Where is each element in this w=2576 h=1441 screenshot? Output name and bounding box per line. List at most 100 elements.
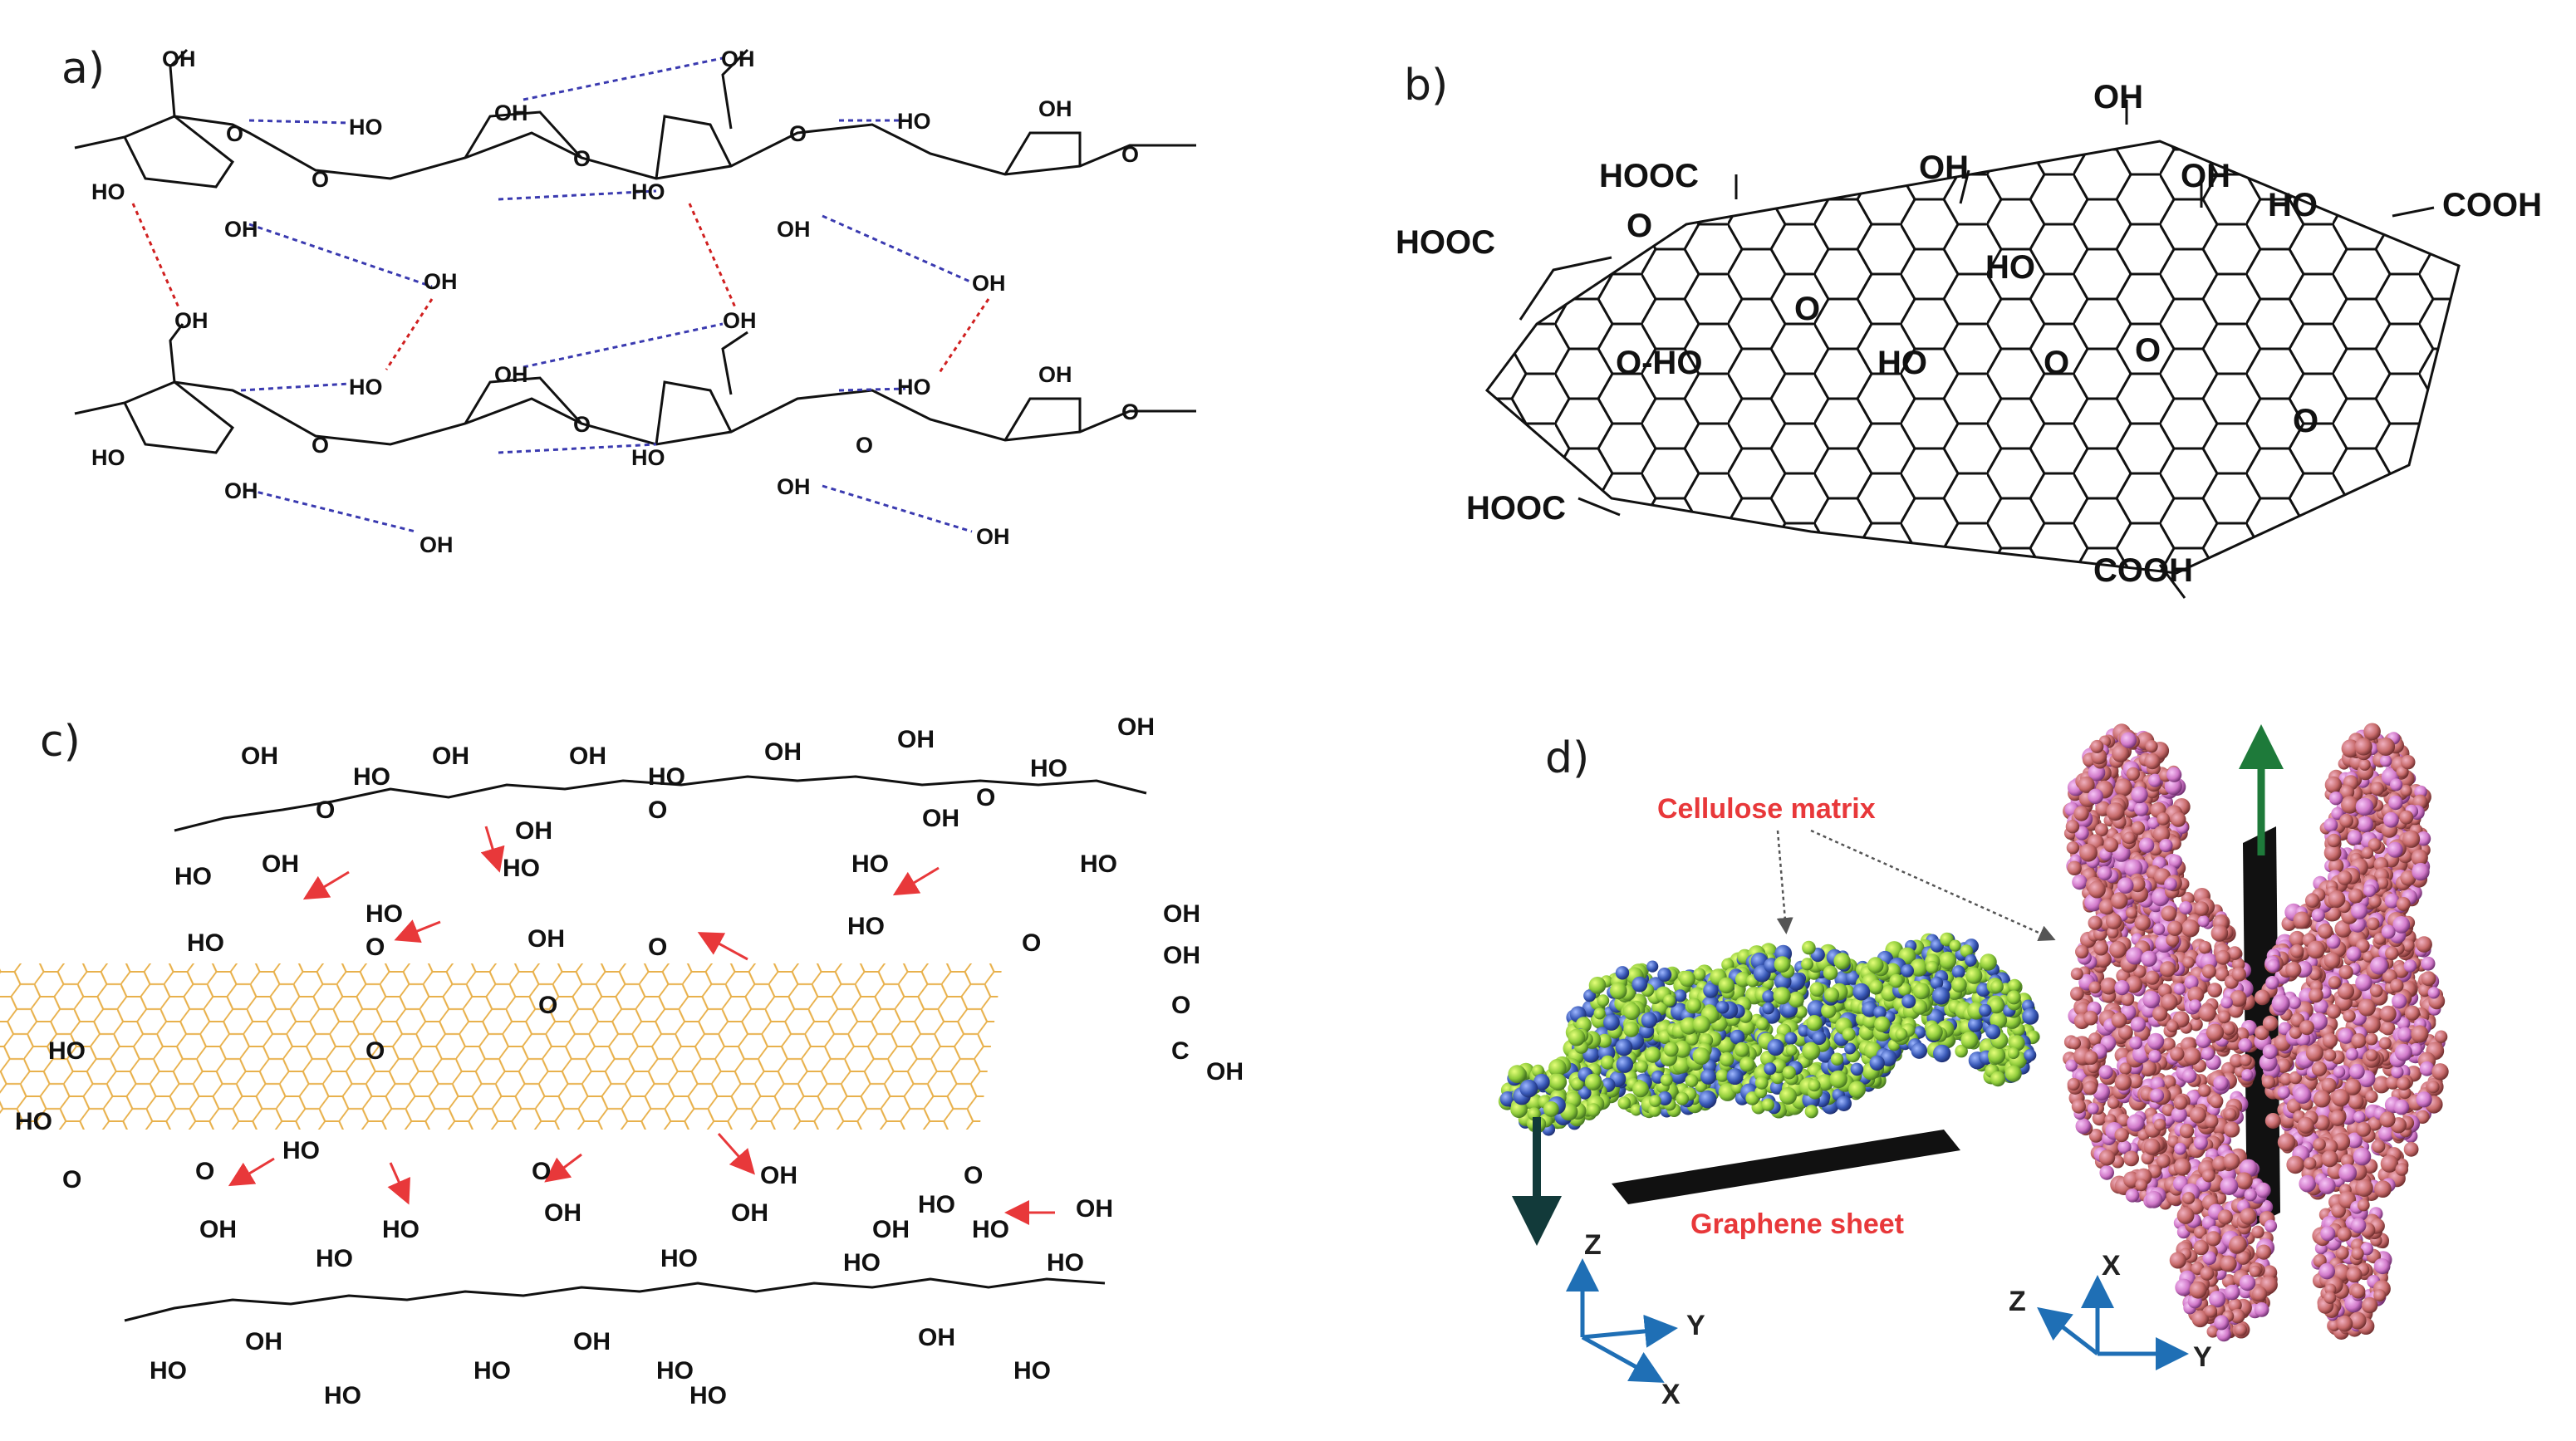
atom-sphere (2065, 820, 2080, 834)
atom-sphere (2141, 950, 2157, 968)
atom-sphere (2426, 1081, 2440, 1094)
atom-sphere (2351, 1033, 2367, 1049)
atom-sphere (2348, 1093, 2364, 1110)
atom-sphere (2008, 978, 2022, 993)
atom-label: HOOC (1599, 158, 1699, 194)
atom-sphere (1829, 1070, 1847, 1089)
atom-sphere (2152, 1006, 2168, 1022)
atom-sphere (1679, 970, 1695, 988)
atom-label: O (1794, 291, 1820, 327)
atom-sphere (2125, 1189, 2140, 1203)
atom-sphere (2004, 1065, 2022, 1082)
atom-sphere (2007, 1046, 2019, 1060)
atom-sphere (2075, 944, 2089, 959)
atom-sphere (1802, 1042, 1821, 1061)
cellulose-chain-bottom (74, 323, 1196, 454)
atom-label: OH (241, 743, 278, 770)
atom-label: HO (1985, 249, 2035, 286)
atom-sphere (2103, 837, 2119, 853)
hbonds-intra (131, 203, 990, 375)
atom-sphere (2392, 993, 2407, 1009)
atom-sphere (2088, 880, 2106, 899)
atom-sphere (1616, 1056, 1634, 1073)
atom-sphere (2318, 1262, 2335, 1280)
atom-sphere (2117, 877, 2134, 894)
atom-sphere (1787, 973, 1805, 991)
atom-sphere (2166, 933, 2180, 947)
atom-sphere (2339, 813, 2354, 828)
atom-sphere (2370, 956, 2388, 975)
atom-sphere (2318, 1177, 2336, 1194)
atom-sphere (1895, 1027, 1908, 1041)
atom-sphere (2181, 1068, 2197, 1084)
graphene-sheet-label: Graphene sheet (1690, 1208, 1904, 1240)
atom-label: OH (1117, 713, 1155, 741)
axis-x-label: X (1661, 1379, 1681, 1410)
atom-sphere (2255, 989, 2270, 1006)
atom-sphere (1852, 983, 1871, 1001)
atom-sphere (2065, 1059, 2078, 1072)
atom-sphere (2363, 723, 2381, 741)
atom-sphere (1672, 1056, 1690, 1074)
atom-sphere (1673, 1040, 1691, 1058)
md-model-vertical (2063, 723, 2449, 1342)
cellulose-matrix-green (1498, 932, 2040, 1136)
atom-sphere (2304, 1157, 2317, 1170)
atom-sphere (1698, 1090, 1717, 1109)
atom-sphere (1980, 953, 1997, 971)
atom-sphere (2147, 1032, 2165, 1050)
atom-sphere (2073, 806, 2089, 821)
atom-sphere (1911, 999, 1928, 1015)
atom-sphere (2385, 946, 2399, 961)
atom-sphere (1657, 1091, 1672, 1105)
atom-sphere (2333, 1066, 2346, 1078)
atom-sphere (2288, 996, 2301, 1009)
atom-sphere (1499, 1091, 1516, 1107)
atom-sphere (2164, 877, 2177, 891)
atom-sphere (2156, 1154, 2171, 1169)
atom-sphere (2374, 1180, 2392, 1198)
atom-sphere (2161, 993, 2178, 1011)
atom-sphere (2309, 988, 2323, 1003)
atom-sphere (2249, 1265, 2261, 1277)
atom-sphere (2213, 1076, 2229, 1091)
pointer-right (1810, 829, 2056, 941)
atom-sphere (2098, 865, 2112, 881)
atom-sphere (2206, 1231, 2221, 1247)
atom-sphere (2193, 1135, 2208, 1150)
atom-sphere (2351, 1247, 2364, 1260)
atom-sphere (2161, 905, 2177, 922)
atom-label: HO (282, 1137, 320, 1164)
atom-label: HO (897, 109, 931, 134)
atom-sphere (1761, 1098, 1774, 1111)
atom-sphere (1938, 951, 1957, 970)
atom-sphere (1762, 990, 1775, 1003)
atom-sphere (2078, 776, 2095, 793)
atom-sphere (2379, 1111, 2396, 1128)
atom-label: OH (174, 308, 209, 333)
atom-sphere (2201, 1169, 2215, 1183)
atom-sphere (1774, 956, 1791, 973)
atom-sphere (2349, 1063, 2365, 1080)
atom-sphere (2326, 934, 2341, 949)
atom-sphere (1584, 1073, 1602, 1091)
atom-sphere (2391, 1066, 2404, 1079)
atom-sphere (1795, 1006, 1808, 1018)
cellulose-matrix-label: Cellulose matrix (1657, 793, 1876, 825)
atom-sphere (2111, 1012, 2127, 1028)
atom-label: O (1121, 399, 1139, 424)
atom-label: OH (527, 925, 565, 953)
atom-label: HO (353, 763, 390, 791)
atom-sphere (1985, 1024, 2001, 1040)
atom-sphere (1734, 1042, 1749, 1057)
atom-sphere (2254, 1302, 2269, 1317)
atom-label: OH (872, 1216, 910, 1243)
atom-sphere (1730, 1029, 1745, 1045)
atom-label: HO (503, 855, 540, 882)
atom-sphere (1577, 1086, 1592, 1100)
atom-sphere (2220, 996, 2233, 1009)
atom-sphere (2166, 767, 2182, 782)
atom-sphere (2191, 1310, 2209, 1328)
atom-sphere (2222, 1022, 2235, 1036)
atom-sphere (2337, 983, 2355, 1000)
